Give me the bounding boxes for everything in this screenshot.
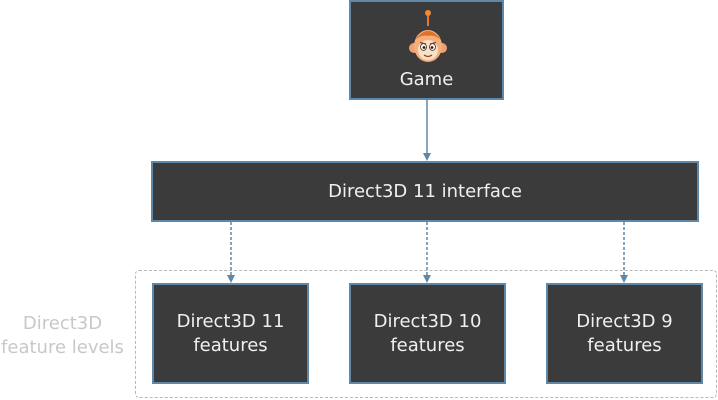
direct3d-11-features-node: Direct3D 11 features [152,283,309,384]
game-node: Game [349,0,504,100]
direct3d-10-features-node: Direct3D 10 features [349,283,506,384]
direct3d-9-features-node: Direct3D 9 features [546,283,703,384]
direct3d-11-interface-label: Direct3D 11 interface [328,180,522,202]
feature-levels-group [135,270,717,398]
feature-levels-label-line1: Direct3D [22,313,103,334]
feature-levels-label: Direct3D feature levels [0,312,125,360]
direct3d-10-features-line2: features [390,334,465,356]
direct3d-9-features-line1: Direct3D 9 [576,310,673,332]
game-label: Game [399,69,454,90]
direct3d-9-features-line2: features [587,334,662,356]
feature-levels-label-line2: feature levels [1,337,124,358]
direct3d-11-features-line1: Direct3D 11 [176,310,285,332]
direct3d-11-interface-node: Direct3D 11 interface [151,161,699,222]
monkey-head-icon [409,10,447,62]
direct3d-10-features-line1: Direct3D 10 [373,310,482,332]
direct3d-11-features-line2: features [193,334,268,356]
